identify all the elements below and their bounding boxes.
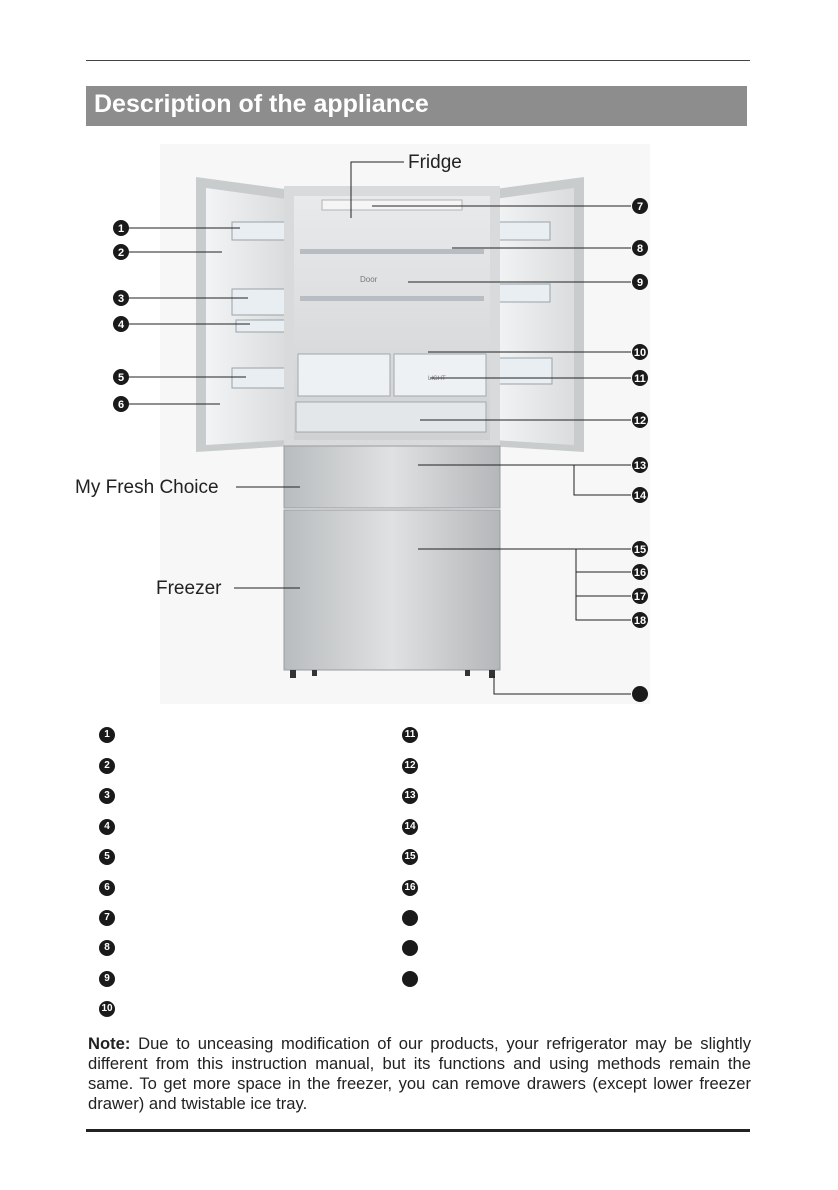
callout-12-number: 12 (634, 415, 646, 427)
legend-badge-16: 16 (402, 880, 418, 896)
legend-badge-13: 13 (402, 788, 418, 804)
callout-4-number: 4 (118, 319, 125, 331)
callout-11-number: 11 (634, 373, 646, 385)
callout-2-group: 2 (113, 244, 129, 260)
callout-13-group: 13 (632, 457, 648, 473)
legend-badge-12: 12 (402, 758, 418, 774)
section-banner: Description of the appliance (86, 86, 747, 126)
callout-16-number: 16 (634, 567, 646, 579)
bottom-rule (86, 1129, 750, 1132)
callout-3-number: 3 (118, 293, 124, 305)
callout-4-group: 4 (113, 316, 129, 332)
legend-badge-15: 15 (402, 849, 418, 865)
callout-6 (113, 396, 129, 412)
callout-18-number: 18 (634, 615, 646, 627)
legend-badge-6: 6 (99, 880, 115, 896)
callout-19-group (632, 686, 648, 702)
callout-18 (632, 612, 648, 628)
callout-5-number: 5 (118, 372, 124, 384)
appliance-figure: Door LIGHT Fridge My Fresh Choice Freeze… (75, 152, 648, 702)
drawer-text: LIGHT (428, 376, 446, 382)
callout-6-number: 6 (118, 399, 124, 411)
callout-14-group: 14 (632, 487, 648, 503)
callout-8-group: 8 (632, 240, 648, 256)
legend-badge-4: 4 (99, 819, 115, 835)
legend-badge-18 (402, 940, 418, 956)
callout-9-number: 9 (637, 277, 643, 289)
callout-2-number: 2 (118, 247, 124, 259)
freezer-drawer (283, 509, 501, 671)
fresh-choice-label: My Fresh Choice (75, 477, 219, 498)
callout-3 (113, 290, 129, 306)
callout-9 (632, 274, 648, 290)
legend-badge-2: 2 (99, 758, 115, 774)
fridge-cabinet: Door LIGHT (284, 186, 500, 446)
callout-5-group: 5 (113, 369, 129, 385)
freezer-label: Freezer (156, 578, 222, 599)
callout-13 (632, 457, 648, 473)
callout-9-group: 9 (632, 274, 648, 290)
callout-2 (113, 244, 129, 260)
legend-badge-3: 3 (99, 788, 115, 804)
leader-lines (127, 161, 631, 695)
callout-12 (632, 412, 648, 428)
note-paragraph: Note: Due to unceasing modification of o… (88, 1034, 751, 1114)
callout-7 (632, 198, 648, 214)
callout-11 (632, 370, 648, 386)
callout-11-group: 11 (632, 370, 648, 386)
callout-15-group: 15 (632, 541, 648, 557)
legend-badge-7: 7 (99, 910, 115, 926)
callout-18-group: 18 (632, 612, 648, 628)
legend-badge-11: 11 (402, 727, 418, 743)
legend-badge-10: 10 (99, 1001, 115, 1017)
legend-badge-9: 9 (99, 971, 115, 987)
callout-7-number: 7 (637, 201, 643, 213)
callout-6-group: 6 (113, 396, 129, 412)
top-rule (86, 60, 750, 61)
note-label: Note: (88, 1034, 131, 1053)
callout-8-number: 8 (637, 243, 643, 255)
interior-display-text: Door (360, 275, 378, 284)
callout-17 (632, 588, 648, 604)
callout-1 (113, 220, 129, 236)
legend-badge-17 (402, 910, 418, 926)
callout-5 (113, 369, 129, 385)
feet (290, 670, 495, 678)
legend-badge-14: 14 (402, 819, 418, 835)
callout-14 (632, 487, 648, 503)
fresh-drawer (283, 445, 501, 509)
section-title: Description of the appliance (94, 90, 429, 118)
callout-4 (113, 316, 129, 332)
callout-17-number: 17 (634, 591, 646, 603)
callout-10-group: 10 (632, 344, 648, 360)
right-door (479, 177, 584, 452)
legend-badge-19 (402, 971, 418, 987)
callout-8 (632, 240, 648, 256)
callout-14-number: 14 (634, 490, 647, 502)
callout-7-group: 7 (632, 198, 648, 214)
callout-3-group: 3 (113, 290, 129, 306)
legend-badge-1: 1 (99, 727, 115, 743)
legend-badge-5: 5 (99, 849, 115, 865)
callout-1-group: 1 (113, 220, 129, 236)
callout-12-group: 12 (632, 412, 648, 428)
callout-17-group: 17 (632, 588, 648, 604)
callout-16 (632, 564, 648, 580)
callout-10 (632, 344, 648, 360)
callout-15 (632, 541, 648, 557)
fridge-label: Fridge (408, 152, 462, 173)
callout-16-group: 16 (632, 564, 648, 580)
callout-13-number: 13 (634, 460, 646, 472)
callout-15-number: 15 (634, 544, 646, 556)
callout-19 (632, 686, 648, 702)
callout-10-number: 10 (634, 347, 646, 359)
note-text: Due to unceasing modification of our pro… (88, 1034, 751, 1113)
callout-1-number: 1 (118, 223, 124, 235)
legend-badge-8: 8 (99, 940, 115, 956)
